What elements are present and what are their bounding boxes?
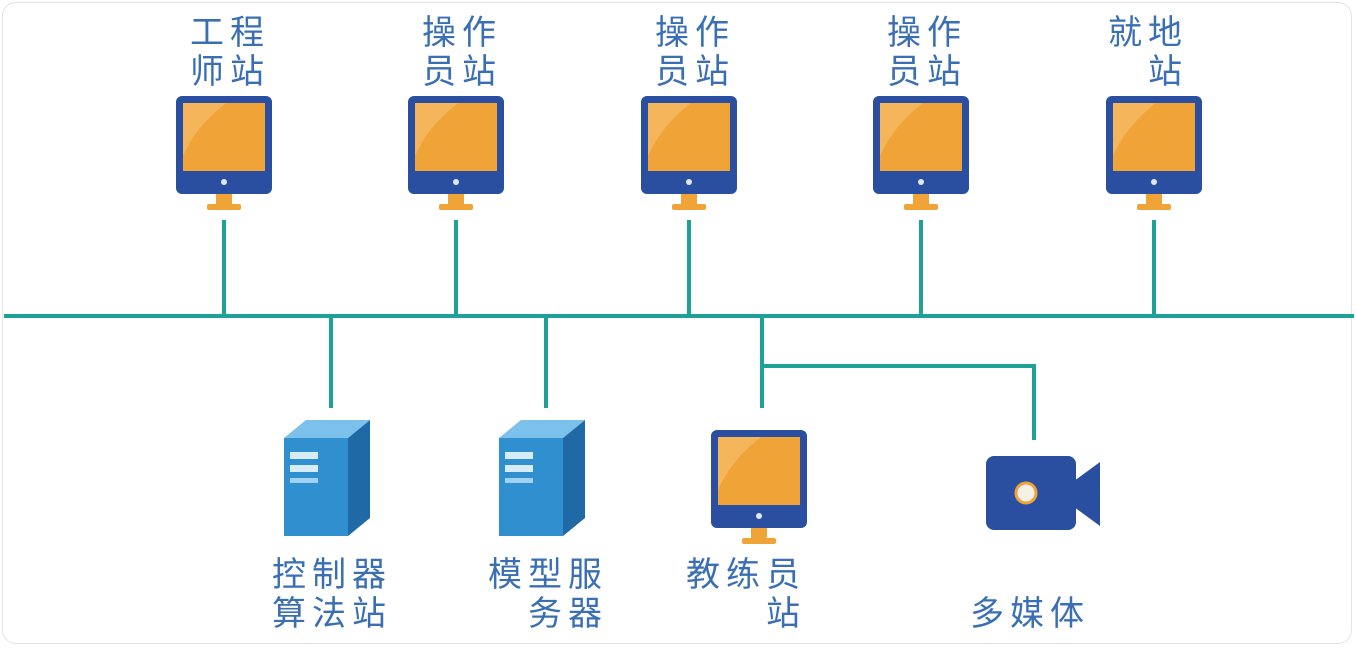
monitor-icon	[176, 96, 272, 210]
network-bus	[4, 220, 1354, 440]
trainer-station-label: 教练员 站	[686, 555, 806, 634]
engineer-station-label: 工程 师站	[190, 13, 270, 92]
local-station-label: 就地 站	[1108, 13, 1188, 92]
model-server-label: 模型服 务器	[488, 555, 608, 634]
operator-station-label: 操作 员站	[655, 13, 735, 92]
server-icon	[284, 420, 370, 536]
monitor-icon	[408, 96, 504, 210]
monitor-icon	[873, 96, 969, 210]
controller-algorithm-station-label: 控制器 算法站	[272, 555, 392, 634]
operator-station-label: 操作 员站	[422, 13, 502, 92]
server-icon	[499, 420, 585, 536]
multimedia-label: 多媒体	[970, 594, 1090, 634]
monitor-icon	[711, 430, 807, 544]
monitor-icon	[1106, 96, 1202, 210]
video-camera-icon	[986, 456, 1100, 530]
monitor-icon	[641, 96, 737, 210]
operator-station-label: 操作 员站	[887, 13, 967, 92]
